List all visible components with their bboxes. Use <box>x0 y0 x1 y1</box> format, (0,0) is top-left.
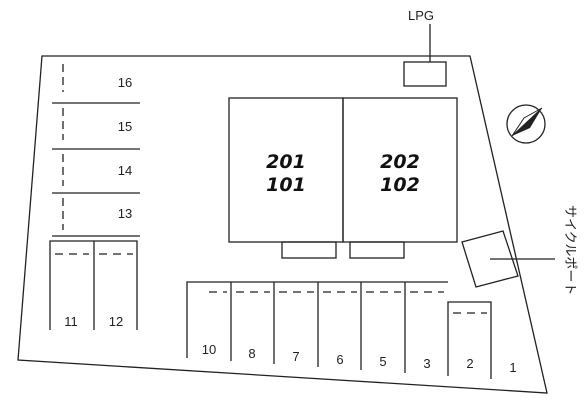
parking-15: 15 <box>118 119 132 134</box>
lot-boundary <box>17 55 548 394</box>
parking-south-row: 10 8 7 6 5 3 2 1 <box>186 281 517 379</box>
cycle-port-label: サイクルポート <box>563 205 578 295</box>
parking-13: 13 <box>118 206 132 221</box>
parking-6: 6 <box>336 352 343 367</box>
parking-3: 3 <box>423 356 430 371</box>
room-202: 202 <box>380 151 420 173</box>
parking-10: 10 <box>202 342 216 357</box>
parking-5: 5 <box>379 354 386 369</box>
lpg-label: LPG <box>408 8 434 23</box>
entrance-left <box>281 241 337 259</box>
parking-west-pair: 11 12 <box>49 240 138 330</box>
parking-8: 8 <box>248 346 255 361</box>
parking-16: 16 <box>118 75 132 90</box>
room-201: 201 <box>266 151 306 173</box>
compass-north-icon <box>506 104 546 144</box>
parking-14: 14 <box>118 163 132 178</box>
room-102: 102 <box>380 174 420 196</box>
room-101: 101 <box>266 174 306 196</box>
parking-11: 11 <box>64 314 78 329</box>
parking-2: 2 <box>466 356 473 371</box>
lpg-tank <box>403 61 447 87</box>
parking-7: 7 <box>292 349 299 364</box>
parking-12: 12 <box>109 314 123 329</box>
cycle-port <box>461 230 519 288</box>
parking-north-column: 16 15 14 13 <box>52 64 140 237</box>
entrance-right <box>349 241 405 259</box>
parking-1: 1 <box>509 360 516 375</box>
